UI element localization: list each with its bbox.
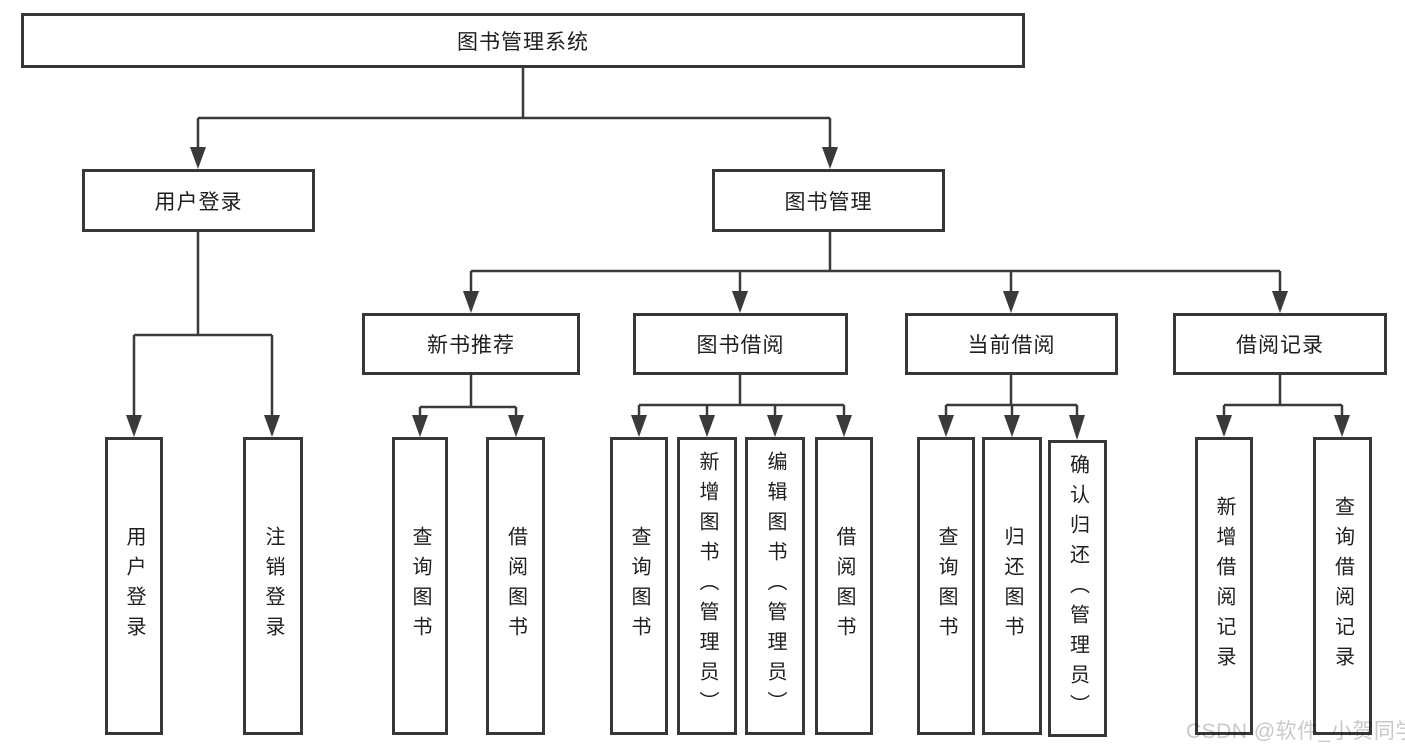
arrowhead — [1003, 291, 1019, 313]
arrowhead — [264, 415, 280, 437]
arrowhead — [631, 415, 647, 437]
arrowhead — [732, 291, 748, 313]
node-user-login: 用户登录 — [82, 169, 315, 232]
leaf-current-return-books: 归还图书 — [982, 437, 1042, 735]
leaf-borrow-borrow-books: 借阅图书 — [815, 437, 873, 735]
arrowhead — [836, 415, 852, 437]
arrowhead — [1272, 291, 1288, 313]
leaf-borrow-edit-books-admin: 编辑图书（管理员） — [745, 437, 805, 735]
arrowhead — [508, 415, 524, 437]
arrowhead — [822, 147, 838, 169]
arrowhead — [1334, 415, 1350, 437]
arrowhead — [463, 291, 479, 313]
leaf-borrow-query-books: 查询图书 — [610, 437, 668, 735]
arrowhead — [938, 415, 954, 437]
leaf-newbook-query-books: 查询图书 — [392, 437, 448, 735]
node-borrowing-records: 借阅记录 — [1173, 313, 1387, 375]
node-library-management-system: 图书管理系统 — [21, 13, 1025, 68]
arrowhead — [190, 147, 206, 169]
node-new-book-recommendation: 新书推荐 — [362, 313, 580, 375]
leaf-newbook-borrow-books: 借阅图书 — [486, 437, 545, 735]
leaf-user-login: 用户登录 — [105, 437, 163, 735]
leaf-logout: 注销登录 — [243, 437, 303, 735]
node-current-borrowing: 当前借阅 — [905, 313, 1118, 375]
arrowhead — [412, 415, 428, 437]
arrowhead — [1216, 415, 1232, 437]
arrowhead — [1004, 415, 1020, 437]
arrowhead — [1069, 415, 1085, 440]
leaf-borrow-add-books-admin: 新增图书（管理员） — [677, 437, 737, 735]
arrowhead — [767, 415, 783, 437]
leaf-records-query-record: 查询借阅记录 — [1313, 437, 1372, 735]
arrowhead — [699, 415, 715, 437]
arrowhead — [126, 415, 142, 437]
leaf-records-add-record: 新增借阅记录 — [1195, 437, 1253, 735]
leaf-current-confirm-return-admin: 确认归还（管理员） — [1048, 440, 1107, 737]
leaf-current-query-books: 查询图书 — [917, 437, 975, 735]
node-book-borrowing: 图书借阅 — [633, 313, 848, 375]
node-book-management: 图书管理 — [712, 169, 945, 232]
csdn-watermark: CSDN @软件_小贺同学 — [1186, 720, 1405, 743]
